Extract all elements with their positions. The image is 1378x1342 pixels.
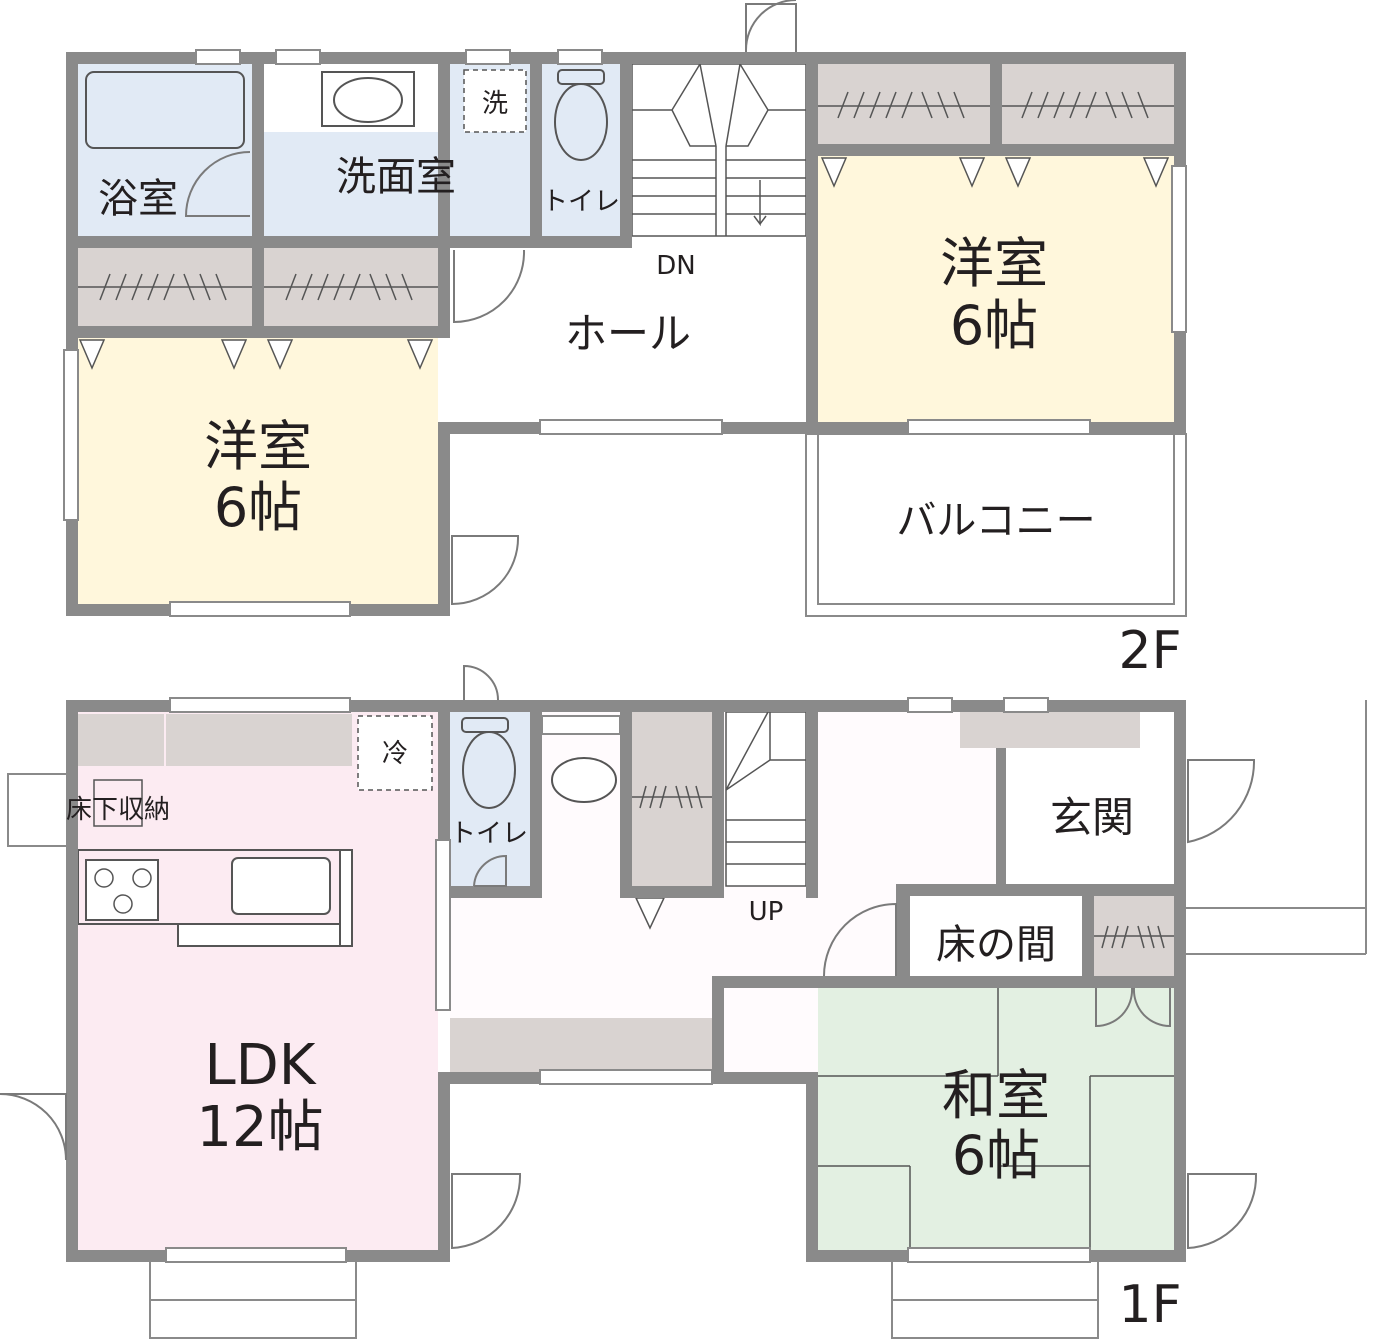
hall-storage-bench bbox=[450, 1018, 712, 1072]
label-west-room-name: 洋室 bbox=[204, 415, 312, 478]
west-room-floor bbox=[78, 338, 438, 604]
label-alcove: 床の間 bbox=[936, 922, 1056, 968]
stairs-1f bbox=[725, 711, 807, 887]
washer-spot bbox=[463, 69, 527, 133]
label-entrance: 玄関 bbox=[1050, 793, 1134, 842]
alcove-floor bbox=[910, 896, 1082, 988]
label-underfloor-storage: 床下収納 bbox=[66, 795, 170, 825]
doors-2f bbox=[184, 0, 797, 606]
label-east-room-size: 6帖 bbox=[950, 294, 1038, 357]
ldk-floor bbox=[78, 712, 438, 1250]
windows-1f bbox=[165, 697, 1091, 1263]
label-bath: 浴室 bbox=[98, 176, 178, 222]
windows-2f bbox=[63, 49, 1187, 617]
label-toilet-1f: トイレ bbox=[450, 819, 528, 849]
east-closet-1 bbox=[818, 64, 990, 144]
wash-basin-2f bbox=[333, 77, 403, 123]
wash-basin-1f bbox=[551, 757, 617, 803]
label-stair-up: UP bbox=[749, 897, 784, 927]
label-stair-dn: DN bbox=[656, 251, 695, 281]
east-closet-2 bbox=[1002, 64, 1174, 144]
toilet-bowl-2f bbox=[554, 83, 608, 161]
label-ldk-size: 12帖 bbox=[196, 1095, 323, 1160]
closet-doors-2f bbox=[78, 157, 1170, 370]
kitchen-counter-back-2 bbox=[166, 714, 352, 766]
underfloor-storage-hatch bbox=[93, 779, 143, 827]
label-hall: ホール bbox=[565, 309, 691, 358]
label-floor-2f: 2F bbox=[1119, 621, 1182, 681]
japanese-room-floor bbox=[818, 988, 1174, 1250]
first-floor bbox=[0, 664, 1367, 1339]
stairs-2f bbox=[631, 63, 807, 237]
label-toilet-2f: トイレ bbox=[542, 187, 620, 217]
label-japanese-room-size: 6帖 bbox=[952, 1124, 1040, 1187]
label-west-room-size: 6帖 bbox=[214, 476, 302, 539]
kitchen-sink bbox=[231, 857, 331, 915]
walls-1f bbox=[66, 700, 1186, 1262]
stove bbox=[85, 859, 159, 921]
entrance-porch bbox=[1186, 700, 1366, 954]
label-east-room-name: 洋室 bbox=[940, 232, 1048, 295]
entrance-shoe-cabinet bbox=[960, 712, 1140, 748]
toilet-bowl-1f bbox=[462, 731, 516, 809]
doors-1f bbox=[0, 664, 1258, 1250]
east-room-floor bbox=[818, 156, 1174, 422]
label-ldk-name: LDK bbox=[204, 1033, 316, 1098]
label-fridge: 冷 bbox=[382, 739, 408, 769]
bathtub bbox=[85, 71, 245, 149]
fridge-spot bbox=[357, 715, 433, 791]
kitchen-counter-back bbox=[78, 714, 164, 766]
label-floor-1f: 1F bbox=[1119, 1275, 1182, 1335]
hall-closet bbox=[632, 712, 712, 886]
label-japanese-room-name: 和室 bbox=[942, 1064, 1050, 1127]
label-balcony: バルコニー bbox=[896, 498, 1095, 544]
second-floor bbox=[63, 0, 1187, 617]
closet-hatch-2f bbox=[78, 91, 1174, 301]
tatami-lines bbox=[818, 988, 1174, 1250]
entry-steps bbox=[149, 700, 1367, 1339]
label-washroom: 洗面室 bbox=[336, 154, 456, 200]
label-washer: 洗 bbox=[482, 89, 508, 119]
